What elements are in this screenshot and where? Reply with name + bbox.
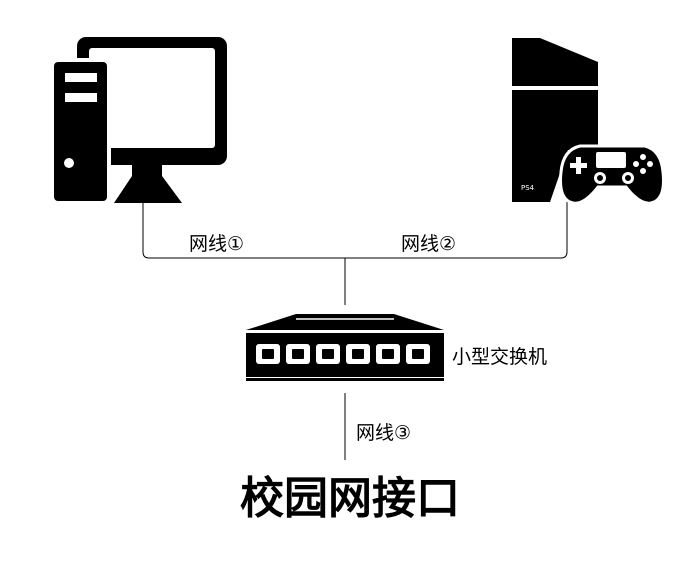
right-stick-cap (625, 175, 631, 181)
console-top (512, 38, 598, 86)
drive-bay-1 (65, 73, 97, 82)
connection-lines (142, 200, 568, 460)
cable-line-1 (142, 202, 345, 259)
gamepad-body (559, 144, 665, 205)
face-button-left (633, 161, 639, 167)
switch-base (246, 378, 444, 381)
face-button-bottom (640, 168, 646, 174)
cable-label-1: 网线① (189, 233, 244, 255)
cable-line-2 (345, 200, 568, 259)
dpad-horizontal (570, 163, 587, 168)
face-button-right (647, 161, 653, 167)
left-stick-cap (597, 175, 603, 181)
console-badge: PS4 (521, 184, 535, 192)
power-button (64, 158, 74, 168)
console-bottom (512, 90, 598, 202)
switch-port-holes (262, 349, 424, 359)
cable-label-3: 网线③ (356, 422, 411, 444)
network-switch-icon (246, 314, 444, 381)
gamepad-icon (559, 144, 665, 205)
touchpad (596, 152, 626, 168)
game-console-icon: PS4 (512, 38, 598, 202)
monitor-screen (89, 48, 215, 148)
monitor-base (114, 176, 182, 203)
face-button-top (640, 154, 646, 160)
monitor-neck (132, 165, 162, 177)
desktop-computer-icon (50, 37, 227, 205)
switch-label: 小型交换机 (452, 346, 547, 368)
cable-label-2: 网线② (401, 233, 456, 255)
drive-bay-2 (65, 93, 97, 102)
destination-label: 校园网接口 (240, 473, 460, 524)
switch-top (246, 314, 444, 330)
